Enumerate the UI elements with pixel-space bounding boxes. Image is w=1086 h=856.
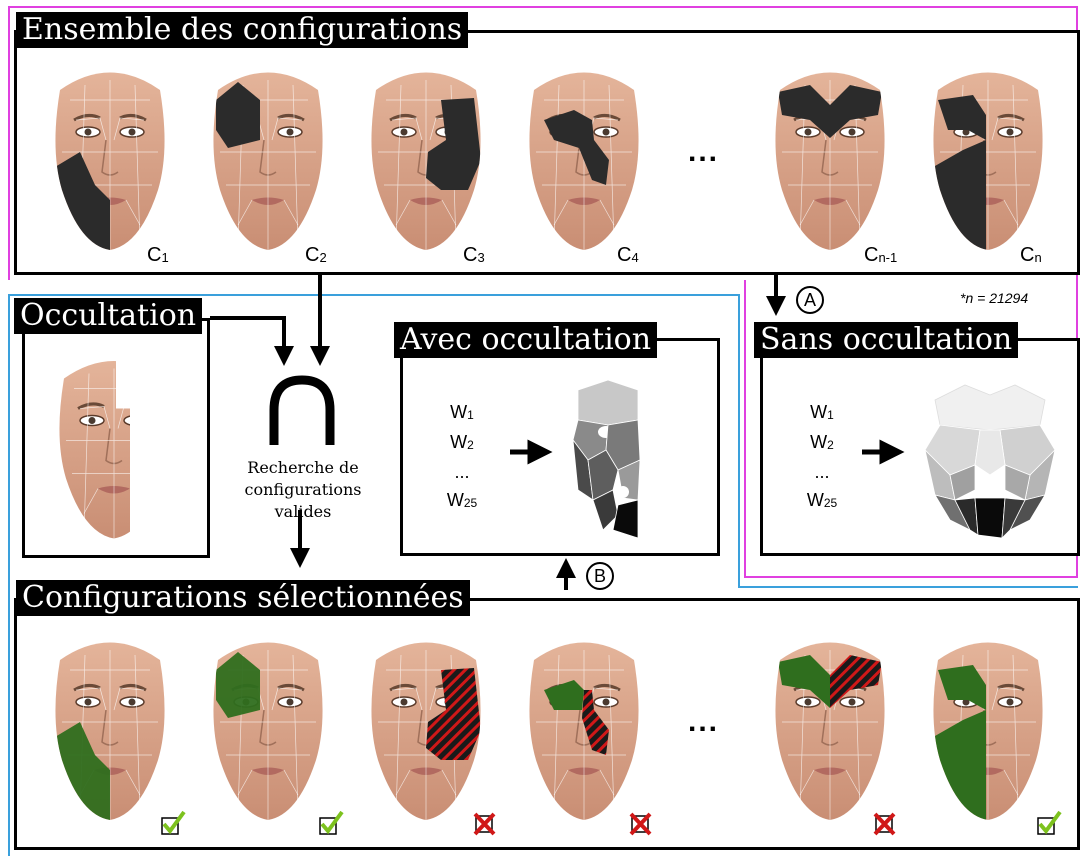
all-configurations-panel	[14, 30, 1080, 275]
top-ellipsis: ...	[688, 135, 720, 168]
with-weights: W1 W2 ... W25	[446, 402, 478, 510]
with-occlusion-title: Avec occultation	[394, 322, 658, 358]
without-occlusion-title: Sans occultation	[754, 322, 1019, 358]
marker-a: A	[796, 286, 824, 314]
blue-frame-right	[738, 294, 740, 588]
selected-face-1	[53, 641, 167, 822]
selected-face-2	[211, 641, 325, 822]
with-occlusion-panel	[400, 338, 720, 556]
label-c1: C1	[147, 244, 169, 266]
without-weights: W1 W2 ... W25	[806, 402, 838, 510]
valid-check-icon	[161, 810, 186, 835]
blue-frame	[8, 294, 740, 856]
occluded-face	[57, 348, 132, 540]
all-configurations-title: Ensemble des configurations	[16, 12, 469, 48]
with-occlusion-weight-map	[572, 380, 641, 539]
face-c4	[527, 71, 641, 252]
label-c4: C4	[617, 244, 639, 266]
n-note: *n = 21294	[960, 290, 1029, 306]
marker-b: B	[586, 562, 614, 590]
label-c2: C2	[305, 244, 327, 266]
face-c3	[369, 71, 483, 252]
face-c1	[53, 71, 167, 252]
valid-check-icon	[1037, 810, 1062, 835]
selected-face-3	[369, 641, 483, 822]
occlusion-title: Occultation	[14, 298, 203, 334]
label-c3: C3	[463, 244, 485, 266]
search-valid-configurations: Recherche de configurations valides	[244, 458, 362, 521]
label-cn: Cn	[1020, 244, 1042, 266]
blue-frame-bottom-right	[738, 586, 1078, 588]
label-cn-1: Cn-1	[864, 244, 898, 266]
selected-configurations-title: Configurations sélectionnées	[16, 580, 470, 616]
without-occlusion-weight-map	[924, 384, 1056, 540]
selected-face-5	[773, 641, 887, 822]
bottom-ellipsis: ...	[688, 705, 720, 738]
magenta-frame-right	[744, 280, 746, 578]
invalid-cross-icon	[473, 812, 496, 836]
invalid-cross-icon	[629, 812, 652, 836]
face-c2	[211, 71, 325, 252]
selected-face-4	[527, 641, 641, 822]
invalid-cross-icon	[873, 812, 896, 836]
face-cn	[931, 71, 1045, 252]
valid-check-icon	[319, 810, 344, 835]
selected-face-6	[931, 641, 1045, 822]
face-cn-1	[773, 71, 887, 252]
